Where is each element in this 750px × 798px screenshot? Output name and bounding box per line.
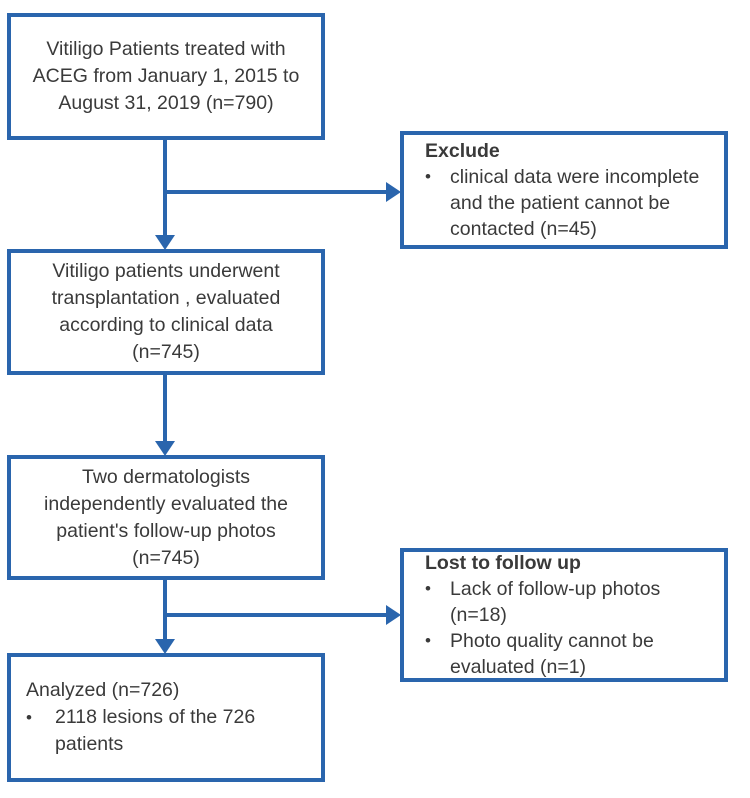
box-analyzed-heading: Analyzed (n=726) <box>26 679 180 701</box>
box-lost-bullet-1: • Lack of follow-up photos (n=18) <box>425 576 716 628</box>
box-lost-bullet-1-text: Lack of follow-up photos (n=18) <box>450 578 661 626</box>
arrow-down-icon <box>155 235 175 250</box>
box-exclude: Exclude • clinical data were incomplete … <box>400 131 728 249</box>
arrow-down-icon <box>155 639 175 654</box>
connector-to-exclude-line <box>163 190 387 194</box>
box-lost-to-follow-up: Lost to follow up • Lack of follow-up ph… <box>400 548 728 682</box>
box-transplantation-text: Vitiligo patients underwent transplantat… <box>51 260 281 363</box>
connector-evaluation-to-analyzed-line <box>163 580 167 640</box>
box-lost-bullet-2-text: Photo quality cannot be evaluated (n=1) <box>450 630 654 678</box>
bullet-icon: • <box>425 579 431 598</box>
connector-enrollment-to-transplantation-line <box>163 140 167 236</box>
box-evaluation: Two dermatologists independently evaluat… <box>7 455 325 580</box>
bullet-icon: • <box>26 708 32 727</box>
bullet-icon: • <box>425 167 431 186</box>
box-analyzed: Analyzed (n=726) • 2118 lesions of the 7… <box>7 653 325 782</box>
box-analyzed-bullet-1: • 2118 lesions of the 726 patients <box>26 704 315 758</box>
arrow-right-icon <box>386 182 401 202</box>
box-transplantation: Vitiligo patients underwent transplantat… <box>7 249 325 375</box>
connector-to-lost-line <box>163 613 387 617</box>
arrow-right-icon <box>386 605 401 625</box>
box-lost-heading: Lost to follow up <box>425 552 581 574</box>
arrow-down-icon <box>155 441 175 456</box>
box-enrollment: Vitiligo Patients treated with ACEG from… <box>7 13 325 140</box>
connector-transplantation-to-evaluation-line <box>163 375 167 442</box>
box-exclude-heading: Exclude <box>425 140 500 162</box>
box-evaluation-text: Two dermatologists independently evaluat… <box>44 465 288 569</box>
bullet-icon: • <box>425 631 431 650</box>
box-exclude-bullet-1: • clinical data were incomplete and the … <box>425 164 716 242</box>
box-analyzed-bullet-1-text: 2118 lesions of the 726 patients <box>55 706 256 755</box>
box-exclude-bullet-1-text: clinical data were incomplete and the pa… <box>450 166 700 240</box>
box-enrollment-text: Vitiligo Patients treated with ACEG from… <box>32 38 300 114</box>
box-lost-bullet-2: • Photo quality cannot be evaluated (n=1… <box>425 628 716 680</box>
